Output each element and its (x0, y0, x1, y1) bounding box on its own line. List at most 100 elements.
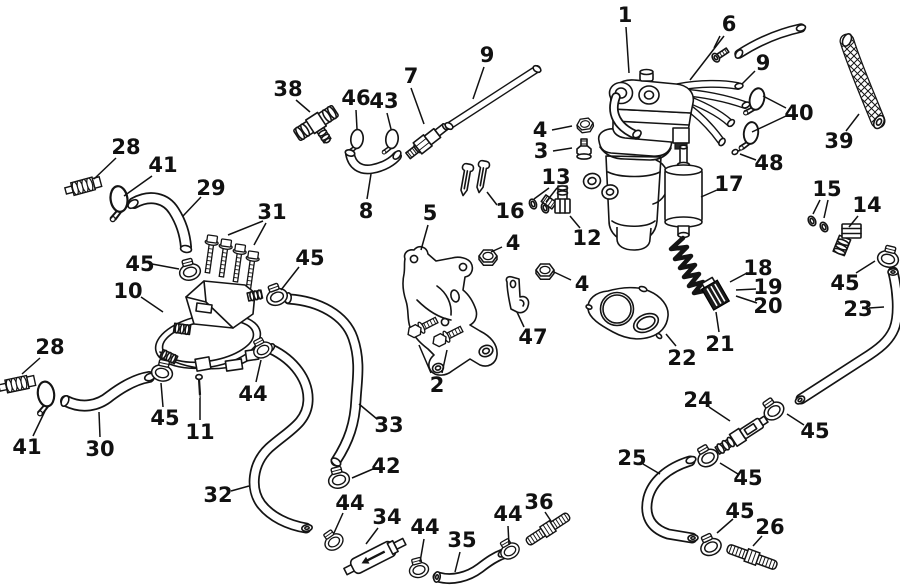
callout-42-26: 42 (371, 454, 400, 478)
callout-21-50: 21 (705, 332, 734, 356)
o-ring-15-b (819, 221, 829, 233)
callout-12-39: 12 (572, 226, 601, 250)
callout-45-58: 45 (725, 499, 754, 523)
callout-45-18: 45 (295, 246, 324, 270)
leader-28-12 (93, 157, 117, 180)
callout-41-20: 41 (12, 435, 41, 459)
callout-24-54: 24 (683, 388, 712, 412)
leader-14-46 (848, 215, 859, 228)
o-ring-15-a (807, 215, 817, 227)
callout-25-57: 25 (617, 446, 646, 470)
callout-44-24: 44 (238, 382, 267, 406)
callout-29-14: 29 (196, 176, 225, 200)
leader-18-51 (729, 272, 748, 283)
leader-41-20 (32, 410, 46, 437)
leader-45-58 (716, 518, 734, 534)
leader-10-17 (140, 296, 164, 313)
callout-14-46: 14 (852, 193, 881, 217)
leader-45-47 (855, 260, 876, 274)
fitting-7 (405, 122, 449, 160)
callout-17-44: 17 (714, 172, 743, 196)
leader-45-22 (160, 382, 164, 408)
leader-39-4 (845, 113, 860, 132)
hose-33 (283, 292, 364, 467)
bolt-3 (576, 138, 592, 160)
leader-31-15 (227, 220, 264, 236)
leader-28-19 (21, 357, 41, 375)
clip-16-b (476, 159, 491, 194)
leader-42-26 (351, 468, 374, 479)
callout-41-13: 41 (148, 153, 177, 177)
hose-30 (60, 371, 157, 412)
callout-23-48: 23 (843, 297, 872, 321)
hose-9-straight (444, 64, 542, 131)
barb-fitting-28-top (63, 174, 103, 198)
callout-18-51: 18 (743, 256, 772, 280)
callout-15-45: 15 (812, 177, 841, 201)
callout-43-10: 43 (369, 89, 398, 113)
callout-39-4: 39 (824, 129, 853, 153)
leader-20-53 (735, 295, 758, 304)
hose-32 (248, 343, 314, 534)
leader-8-11 (366, 173, 372, 200)
callout-10-17: 10 (113, 279, 142, 303)
callout-34-29: 34 (372, 505, 401, 529)
leader-21-50 (715, 311, 720, 333)
leader-29-14 (182, 196, 202, 217)
callout-31-15: 31 (257, 200, 286, 224)
callout-3-36: 3 (534, 139, 549, 163)
hose-25 (641, 455, 699, 544)
pump-side-barb (172, 322, 192, 336)
clamp-45-pump-left (175, 255, 203, 284)
callout-36-33: 36 (524, 490, 553, 514)
leader-44-28 (333, 512, 344, 534)
elbow-fitting-14 (832, 223, 862, 257)
callout-35-31: 35 (447, 528, 476, 552)
callout-48-5: 48 (754, 151, 783, 175)
leader-5-34 (420, 224, 429, 251)
leader-25-57 (642, 463, 661, 475)
pump-lower-barb (159, 348, 179, 365)
leader-6-1 (689, 35, 725, 81)
hose-23 (794, 266, 900, 405)
leader-24-54 (708, 406, 731, 422)
gasket-22 (585, 285, 669, 340)
callout-9-6: 9 (480, 43, 495, 67)
fuel-filter-assembly-1 (582, 68, 751, 251)
leader-45-16 (151, 263, 180, 270)
wire-clamp-41-bottom (32, 379, 58, 418)
leader-3-36 (552, 147, 573, 152)
pickup-filter-17 (664, 144, 703, 239)
callout-28-12: 28 (111, 135, 140, 159)
inline-fitting-24 (714, 415, 769, 455)
leader-45-56 (719, 462, 739, 475)
callout-47-42: 47 (518, 325, 547, 349)
callout-1-0: 1 (618, 3, 633, 27)
leader-40-3 (762, 95, 787, 109)
inline-filter-34 (343, 537, 407, 576)
wire-clamp-41-top (104, 183, 132, 224)
callout-5-34: 5 (423, 201, 438, 225)
leader-13-37 (545, 187, 558, 203)
leader-6-1 (713, 35, 721, 49)
o-ring-13-a (528, 198, 538, 210)
screw-11 (194, 373, 204, 399)
callout-32-27: 32 (203, 483, 232, 507)
leader-33-25 (358, 403, 378, 420)
leader-48-5 (739, 153, 757, 161)
leader-44-24 (255, 359, 262, 383)
callout-44-28: 44 (335, 491, 364, 515)
callout-13-37: 13 (541, 165, 570, 189)
elbow-fitting-12 (540, 185, 571, 214)
callout-30-21: 30 (85, 437, 114, 461)
leader-4-40 (490, 246, 503, 253)
leader-47-42 (516, 311, 525, 328)
callout-8-11: 8 (359, 199, 374, 223)
screw-6 (711, 47, 730, 63)
callout-46-9: 46 (341, 86, 370, 110)
clamp-45-hose25-bottom (695, 530, 725, 560)
leader-7-7 (410, 87, 425, 125)
callout-4-40: 4 (506, 231, 521, 255)
